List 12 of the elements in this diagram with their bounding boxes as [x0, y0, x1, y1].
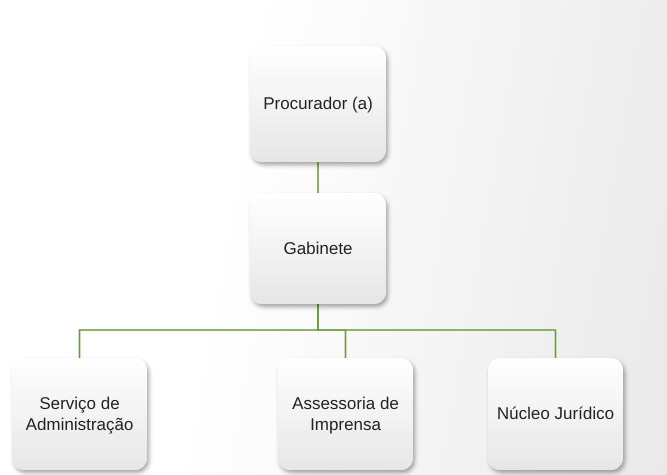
org-box	[250, 193, 386, 304]
org-box	[250, 46, 386, 162]
org-box	[278, 358, 413, 470]
org-box	[12, 358, 147, 470]
box-label: Procurador (a)	[263, 93, 373, 115]
connector-line	[317, 304, 556, 358]
box-label: Núcleo Jurídico	[496, 403, 614, 425]
box-label: Gabinete	[284, 238, 352, 260]
org-box	[488, 358, 623, 470]
box-label: Assessoria de Imprensa	[291, 392, 400, 436]
box-label: Serviço de Administração	[24, 392, 134, 436]
connector-line	[317, 162, 319, 193]
